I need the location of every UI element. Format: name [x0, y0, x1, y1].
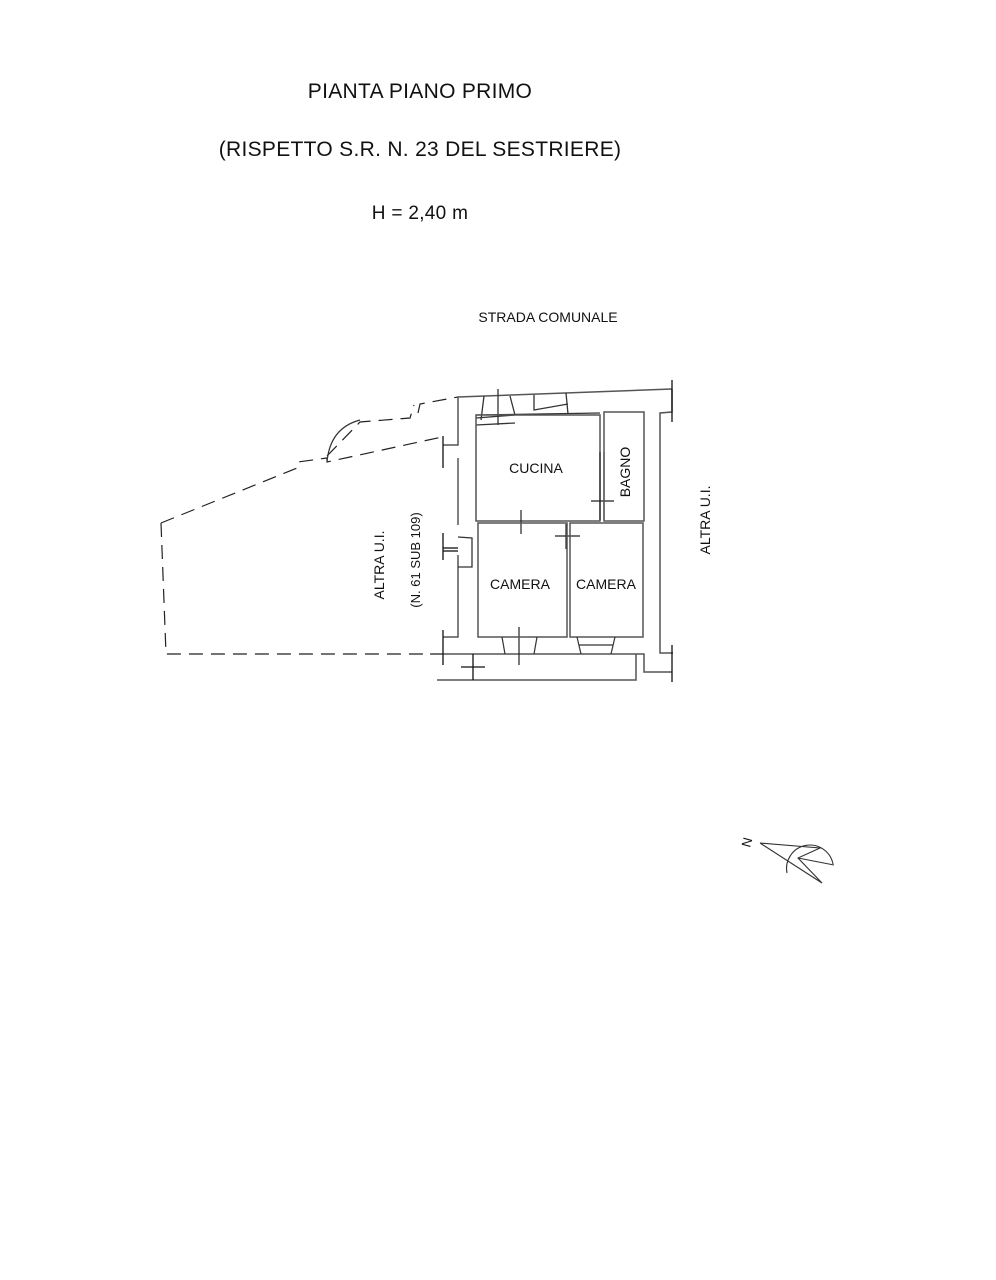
outer-walls: [430, 388, 673, 681]
neighbor-boundary-dashed: [160, 396, 459, 655]
bottom-windows: [501, 636, 616, 655]
gate-arc: [326, 419, 361, 463]
wall-ticks: [442, 380, 673, 682]
wall-niche: [457, 536, 473, 568]
room-label-camera-1: CAMERA: [490, 576, 551, 592]
street-label: STRADA COMUNALE: [478, 309, 617, 325]
room-label-cucina: CUCINA: [509, 460, 563, 476]
ceiling-height-note: H = 2,40 m: [371, 203, 469, 224]
neighbor-left-label: ALTRA U.I.: [371, 531, 387, 600]
neighbor-left-sublabel: (N. 61 SUB 109): [408, 512, 423, 607]
room-camera-1: CAMERA: [477, 522, 568, 638]
room-label-camera-2: CAMERA: [576, 576, 637, 592]
page-title: PIANTA PIANO PRIMO: [307, 80, 533, 103]
room-cucina: CUCINA: [475, 414, 601, 522]
north-label: N: [738, 836, 755, 849]
neighbor-right-label: ALTRA U.I.: [697, 486, 713, 555]
room-label-bagno: BAGNO: [617, 447, 633, 498]
room-bagno: BAGNO: [603, 411, 645, 522]
room-camera-2: CAMERA: [569, 522, 644, 638]
north-arrow-icon: N: [738, 836, 835, 884]
page-subtitle: (RISPETTO S.R. N. 23 DEL SESTRIERE): [218, 138, 622, 161]
